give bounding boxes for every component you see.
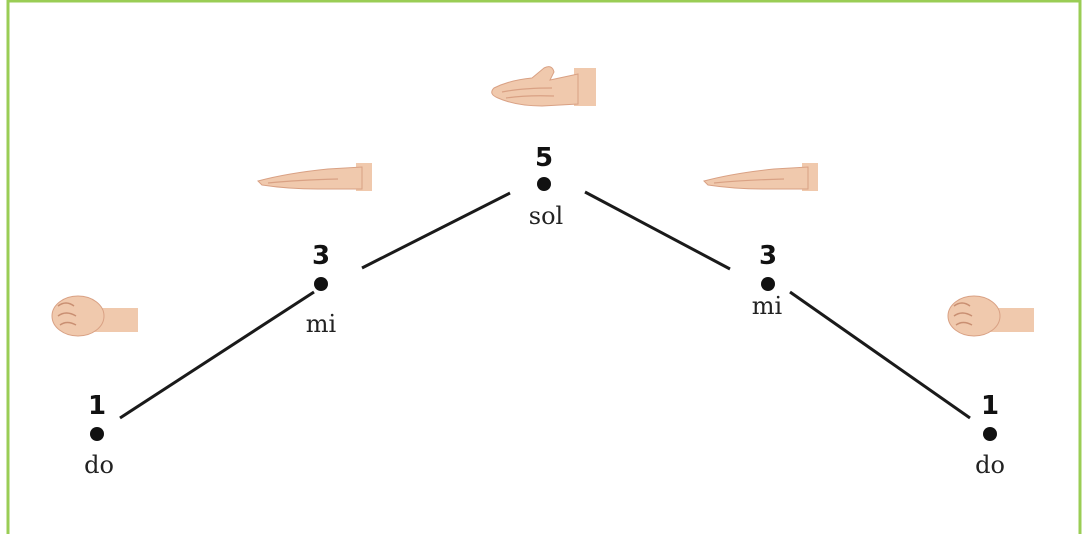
flat-hand-icon: [257, 163, 372, 191]
connector-line-2: [361, 191, 511, 270]
note-dot: [537, 177, 551, 191]
connector-line-3: [584, 190, 731, 271]
note-syllable: mi: [752, 292, 783, 320]
note-number: 3: [312, 241, 330, 271]
note-dot: [983, 427, 997, 441]
note-number: 3: [759, 241, 777, 271]
flat-hand-icon: [703, 163, 818, 191]
note-number: 1: [981, 391, 999, 421]
connector-line-1: [119, 290, 315, 420]
note-dot: [90, 427, 104, 441]
note-dot: [314, 277, 328, 291]
connector-line-4: [789, 290, 971, 420]
note-syllable: sol: [529, 202, 563, 230]
diagram-border: [6, 0, 1082, 534]
fist-icon: [947, 295, 1034, 337]
note-dot: [761, 277, 775, 291]
note-number: 1: [88, 391, 106, 421]
note-number: 5: [535, 143, 553, 173]
note-syllable: mi: [306, 310, 337, 338]
fist-icon: [51, 295, 138, 337]
note-syllable: do: [84, 451, 114, 479]
open-hand-icon: [491, 66, 596, 107]
note-syllable: do: [975, 451, 1005, 479]
